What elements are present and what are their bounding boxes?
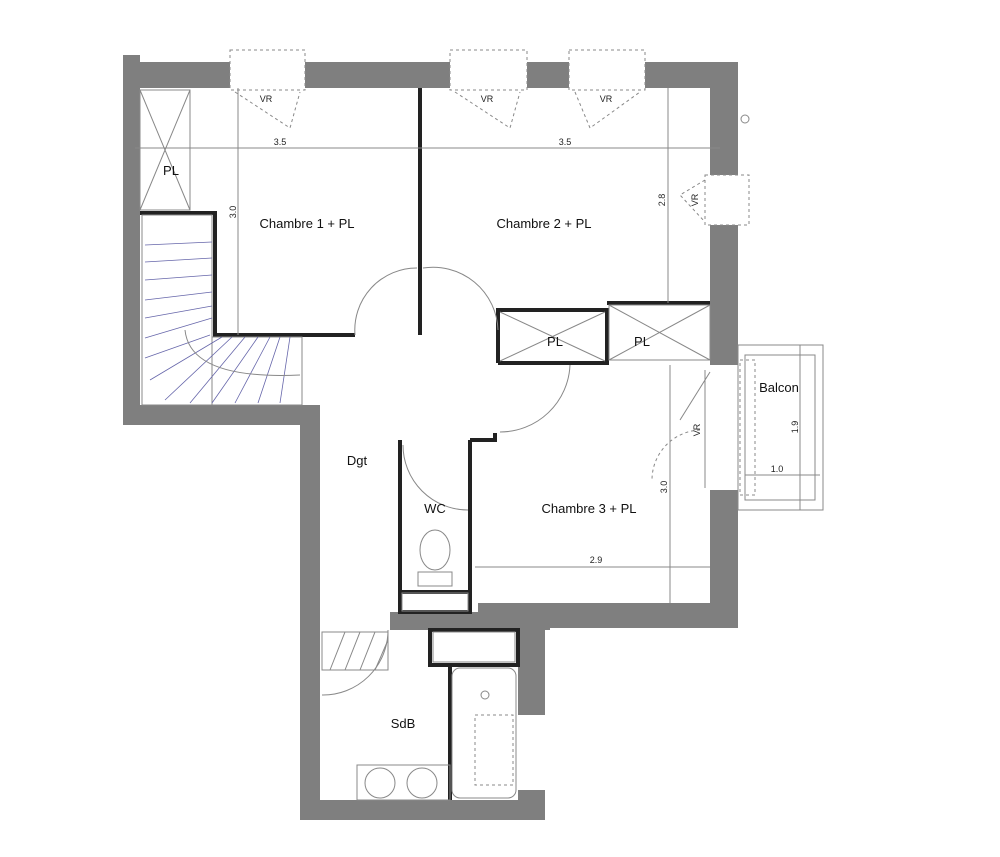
dim-ch2-width: 3.5: [559, 137, 572, 147]
room-label-dgt: Dgt: [347, 453, 368, 468]
closet-label-mid: PL: [547, 334, 563, 349]
double-sink-icon: [356, 764, 451, 801]
shutter-label: VR: [481, 94, 494, 104]
shutter-label: VR: [690, 193, 700, 206]
exterior-walls: [123, 55, 738, 820]
dim-ch1-depth: 3.0: [228, 206, 238, 219]
door-swings: [321, 266, 701, 696]
dim-balcon-width: 1.0: [771, 464, 784, 474]
room-label-chambre2: Chambre 2 + PL: [496, 216, 591, 231]
shutter-label: VR: [260, 94, 273, 104]
staircase: [141, 214, 303, 406]
dim-ch2-depth: 2.8: [657, 194, 667, 207]
dim-balcon-depth: 1.9: [790, 421, 800, 434]
closet-left: [139, 89, 191, 211]
room-label-chambre3: Chambre 3 + PL: [541, 501, 636, 516]
room-label-chambre1: Chambre 1 + PL: [259, 216, 354, 231]
room-label-balcon: Balcon: [759, 380, 799, 395]
shutter-label: VR: [600, 94, 613, 104]
dim-ch3-width: 2.9: [590, 555, 603, 565]
closet-label-left: PL: [163, 163, 179, 178]
outlet-icon: [740, 114, 750, 124]
room-label-sdb: SdB: [391, 716, 416, 731]
closet-right: [608, 304, 711, 361]
hatched-zone: [321, 631, 389, 671]
dimension-lines: [135, 88, 820, 603]
shutter-label: VR: [692, 423, 702, 436]
closet-mid: [499, 311, 606, 362]
storage-units: [401, 592, 516, 663]
interior-walls: [140, 88, 710, 800]
toilet-icon: [417, 529, 453, 587]
dim-ch3-depth: 3.0: [659, 481, 669, 494]
dim-ch1-width: 3.5: [274, 137, 287, 147]
windows: [229, 49, 750, 488]
closet-label-right: PL: [634, 334, 650, 349]
balcony: [737, 344, 824, 511]
room-label-wc: WC: [424, 501, 446, 516]
bathtub-icon: [451, 667, 517, 799]
